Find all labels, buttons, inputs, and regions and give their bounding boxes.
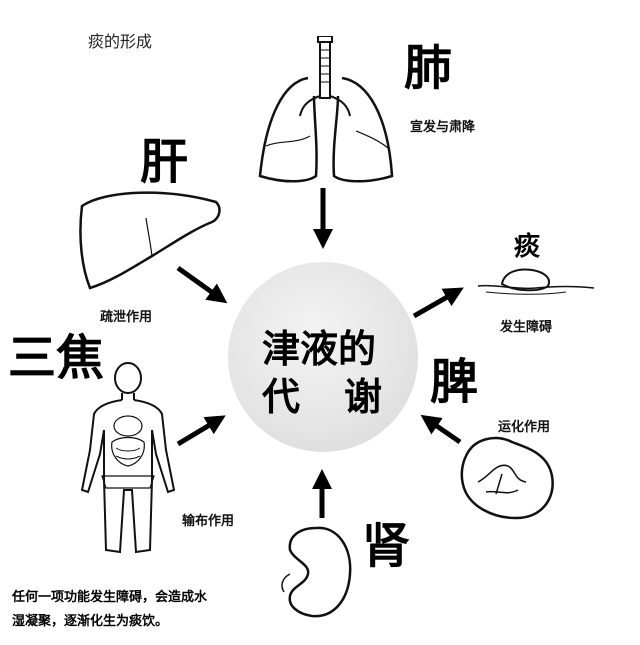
footnote-line1: 任何一项功能发生障碍，会造成水 (12, 590, 208, 605)
phlegm-label: 痰 (514, 232, 541, 262)
center-text-line2-left: 代 (262, 374, 301, 419)
kidney-label: 肾 (362, 518, 411, 574)
arrow-spleen (420, 414, 462, 445)
liver-illustration (79, 191, 221, 290)
human-body-illustration (80, 362, 176, 554)
lung-label: 肺 (404, 40, 453, 96)
arrow-phlegm (412, 287, 464, 319)
liver-label: 肝 (140, 134, 189, 190)
footnote-line2: 湿凝聚，逐渐化生为痰饮。 (12, 614, 169, 629)
phlegm-illustration (477, 268, 595, 295)
center-text-line1: 津液的 (262, 326, 377, 371)
liver-function: 疏泄作用 (100, 310, 153, 325)
spleen-label: 脾 (430, 354, 479, 410)
phlegm-function: 发生障碍 (500, 320, 553, 335)
sanjiao-function: 输布作用 (182, 514, 235, 529)
lung-illustration (258, 36, 394, 183)
kidney-illustration (281, 526, 352, 618)
lung-function: 宣发与肃降 (410, 120, 476, 135)
arrow-liver (176, 265, 228, 304)
spleen-function: 运化作用 (498, 420, 551, 435)
spleen-illustration (460, 436, 554, 520)
sanjiao-label: 三焦 (8, 330, 105, 386)
arrow-sanjiao (176, 415, 226, 447)
footnote: 任何一项功能发生障碍，会造成水 湿凝聚，逐渐化生为痰饮。 (12, 586, 207, 634)
diagram-title: 痰的形成 (88, 32, 153, 51)
center-circle (228, 262, 418, 452)
center-text-line2-right: 谢 (344, 374, 383, 419)
